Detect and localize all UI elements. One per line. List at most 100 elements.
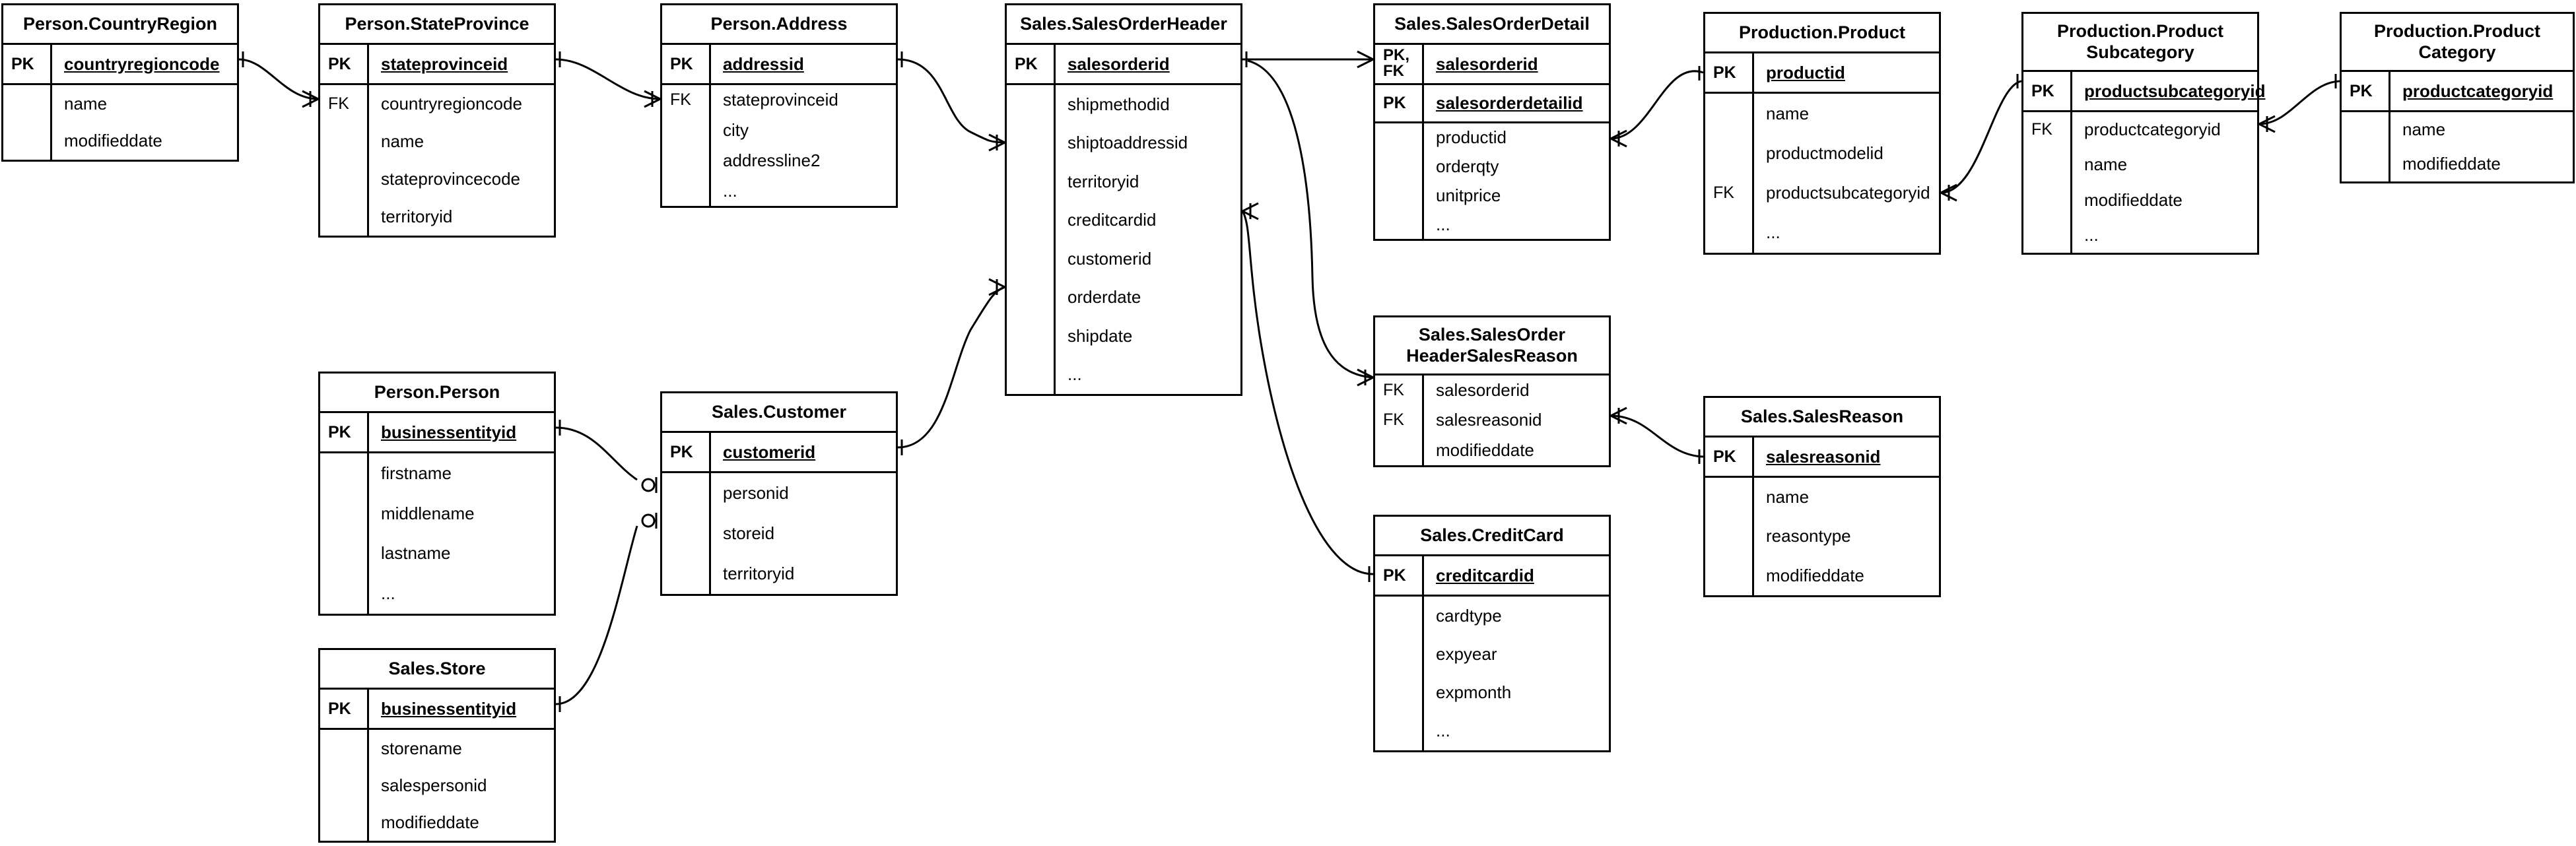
pk-field-name: salesorderid — [1436, 53, 1538, 74]
connector-salesorderdetail-product — [1610, 66, 1704, 148]
entity-title: Person.StateProvince — [320, 5, 554, 45]
fk-key-label — [1375, 152, 1422, 181]
entity-title-line: Production.Product — [1739, 22, 1905, 42]
field-name: ... — [1436, 721, 1450, 741]
fk-key-label: FK — [670, 90, 691, 110]
field-column: productid — [1754, 53, 1939, 92]
field-column: addressid — [711, 45, 896, 83]
fk-key-label — [1705, 94, 1752, 133]
field-name: countryregioncode — [381, 94, 522, 114]
key-column: PK — [662, 45, 711, 83]
pk-field-name: productcategoryid — [2402, 81, 2554, 101]
field-name: territoryid — [381, 207, 453, 226]
fk-key-label — [2023, 218, 2070, 253]
key-column: PK — [320, 413, 369, 451]
fk-key-label — [1007, 240, 1054, 278]
fk-key-label — [320, 730, 367, 767]
pk-key-label: PK — [1015, 54, 1038, 73]
entity-title-line: Category — [2418, 42, 2496, 62]
pk-field-name: salesreasonid — [1766, 446, 1881, 467]
field-name: firstname — [381, 463, 452, 483]
pk-field-name: businessentityid — [381, 422, 517, 442]
field-name: creditcardid — [1068, 210, 1157, 230]
field-name: productmodelid — [1766, 143, 1883, 163]
pk-key-label: PK — [328, 422, 351, 441]
fk-key-label — [3, 85, 50, 123]
field-name: shipmethodid — [1068, 94, 1170, 114]
pk-field-name: countryregioncode — [64, 53, 220, 74]
field-name: storeid — [723, 523, 775, 543]
entity-title-line: Person.CountryRegion — [22, 13, 218, 34]
entity-title-line: Person.Person — [374, 381, 500, 402]
pk-key-label: PK — [328, 699, 351, 718]
field-name: lastname — [381, 543, 451, 564]
field-name: ... — [1766, 222, 1780, 243]
field-name: unitprice — [1436, 185, 1501, 205]
fk-key-label — [2023, 183, 2070, 218]
key-column — [320, 453, 369, 614]
entity-title-line: Person.Address — [710, 13, 848, 34]
fk-key-label — [320, 453, 367, 494]
field-name: stateprovinceid — [723, 90, 838, 110]
fk-key-label — [662, 176, 709, 206]
fk-key-label — [1375, 181, 1422, 211]
key-column: PK — [1375, 556, 1424, 595]
field-name: customerid — [1068, 248, 1152, 269]
fk-key-label — [1705, 556, 1752, 595]
fk-key-label — [320, 123, 367, 160]
key-column — [1705, 478, 1754, 595]
pk-field-name: productid — [1766, 62, 1845, 82]
fk-key-label — [320, 494, 367, 534]
field-name: salespersonid — [381, 775, 487, 795]
fk-key-label: FK — [1383, 381, 1404, 400]
entity-title-line: Sales.Customer — [711, 401, 847, 422]
field-name: shipdate — [1068, 325, 1133, 346]
key-column — [3, 85, 52, 160]
pk-key-label: PK — [670, 54, 693, 73]
field-column: salesreasonid — [1754, 438, 1939, 476]
field-name: ... — [2084, 224, 2099, 245]
key-column — [1375, 123, 1424, 239]
pk-key-label: PK — [328, 54, 351, 73]
field-column: salesorderid — [1056, 45, 1240, 83]
key-column: FK — [1705, 94, 1754, 253]
key-column — [662, 473, 711, 594]
connector-subcategory-category — [2258, 74, 2340, 133]
field-name: shiptoaddressid — [1068, 133, 1188, 153]
field-name: ... — [723, 180, 737, 201]
entity-title-line: HeaderSalesReason — [1406, 345, 1578, 366]
